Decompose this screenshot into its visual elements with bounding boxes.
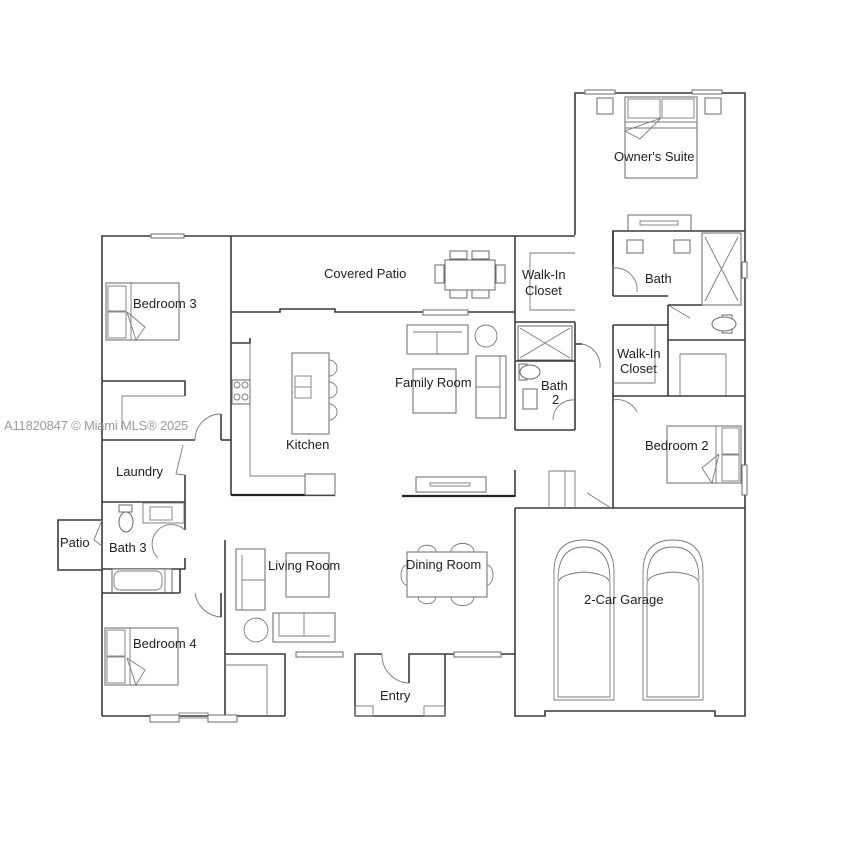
bedroom-2-furniture: [666, 425, 748, 496]
label-covered-patio: Covered Patio: [324, 266, 407, 281]
label-entry: Entry: [380, 688, 411, 703]
label-walk-in-closet-1-line1: Walk-In: [522, 267, 566, 282]
label-walk-in-closet-1-line2: Closet: [525, 283, 562, 298]
living-room-furniture: [235, 548, 336, 643]
family-room-furniture: [402, 324, 515, 498]
exterior-walls: [101, 92, 746, 717]
label-bath-2-line1: Bath: [541, 378, 568, 393]
bath-3: [57, 502, 186, 594]
label-bath-2-line2: 2: [552, 392, 560, 407]
label-bedroom-3: Bedroom 3: [133, 296, 197, 311]
label-walk-in-closet-2-line2: Closet: [620, 361, 657, 376]
owners-suite-furniture: [584, 89, 723, 232]
front-entry: [225, 651, 515, 717]
bedroom-4-furniture: [104, 540, 238, 723]
label-walk-in-closet-2-line1: Walk-In: [617, 346, 661, 361]
garage-cars: [553, 539, 704, 701]
bath-2: [515, 322, 614, 508]
bedroom-3-furniture: [105, 282, 180, 342]
mls-watermark: A11820847 © Miami MLS® 2025: [4, 418, 189, 433]
label-family-room: Family Room: [395, 375, 472, 390]
label-patio: Patio: [60, 535, 90, 550]
label-bath-3: Bath 3: [109, 540, 147, 555]
label-dining-room: Dining Room: [406, 557, 482, 572]
kitchen-furniture: [231, 338, 338, 497]
label-living-room: Living Room: [268, 558, 341, 573]
label-bedroom-4: Bedroom 4: [133, 636, 197, 651]
left-hall: [102, 380, 231, 530]
label-garage: 2-Car Garage: [584, 592, 664, 607]
walk-in-closet-2: [612, 324, 745, 413]
label-bedroom-2: Bedroom 2: [645, 438, 709, 453]
label-owner-bath: Bath: [645, 271, 672, 286]
walk-in-closet-1: [514, 236, 575, 430]
dining-room-furniture: [400, 542, 494, 607]
owner-bath: [612, 230, 748, 396]
covered-patio: [150, 233, 515, 495]
label-laundry: Laundry: [116, 464, 163, 479]
label-kitchen: Kitchen: [286, 437, 330, 452]
garage-utility: [500, 470, 612, 509]
label-owners-suite: Owner's Suite: [614, 149, 695, 164]
